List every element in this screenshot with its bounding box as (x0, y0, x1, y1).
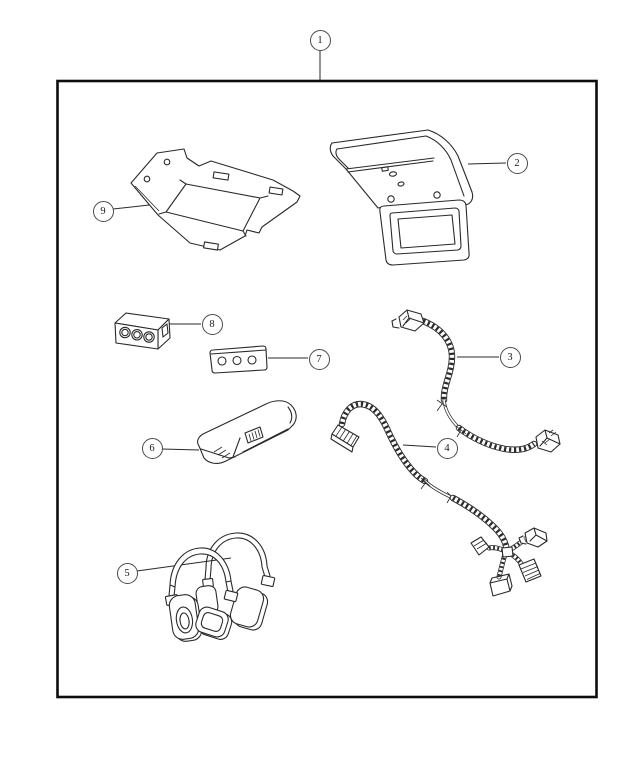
callout-8-label: 8 (209, 318, 215, 330)
kit-boundary-box (56, 79, 598, 699)
leader-4 (402, 444, 437, 448)
callout-9: 9 (92, 200, 114, 222)
callout-8: 8 (201, 313, 223, 335)
part-mounting-bracket (130, 148, 301, 251)
callout-2-label: 2 (514, 157, 520, 169)
callout-6: 6 (141, 437, 163, 459)
part-remote-control (197, 400, 297, 464)
leader-5 (136, 557, 232, 572)
callout-1-label: 1 (317, 34, 323, 46)
callout-3-label: 3 (507, 351, 513, 363)
part-harness-two-connector (391, 309, 561, 453)
callout-6-label: 6 (149, 442, 155, 454)
callout-7-label: 7 (316, 353, 322, 365)
leader-6 (161, 448, 200, 451)
callout-2: 2 (506, 152, 528, 174)
callout-3: 3 (499, 346, 521, 368)
callout-7: 7 (308, 348, 330, 370)
callout-4: 4 (436, 437, 458, 459)
part-harness-multi-branch (330, 400, 548, 597)
part-jack-housing-block (114, 312, 171, 350)
callout-9-label: 9 (100, 205, 106, 217)
part-jack-faceplate (209, 345, 268, 374)
leader-2 (467, 162, 507, 165)
leader-lines (112, 50, 507, 572)
part-overhead-monitor (329, 129, 474, 266)
part-headphones (164, 532, 276, 642)
callout-5-label: 5 (124, 567, 130, 579)
callout-5: 5 (116, 562, 138, 584)
callout-4-label: 4 (444, 442, 450, 454)
callout-1: 1 (309, 29, 331, 51)
